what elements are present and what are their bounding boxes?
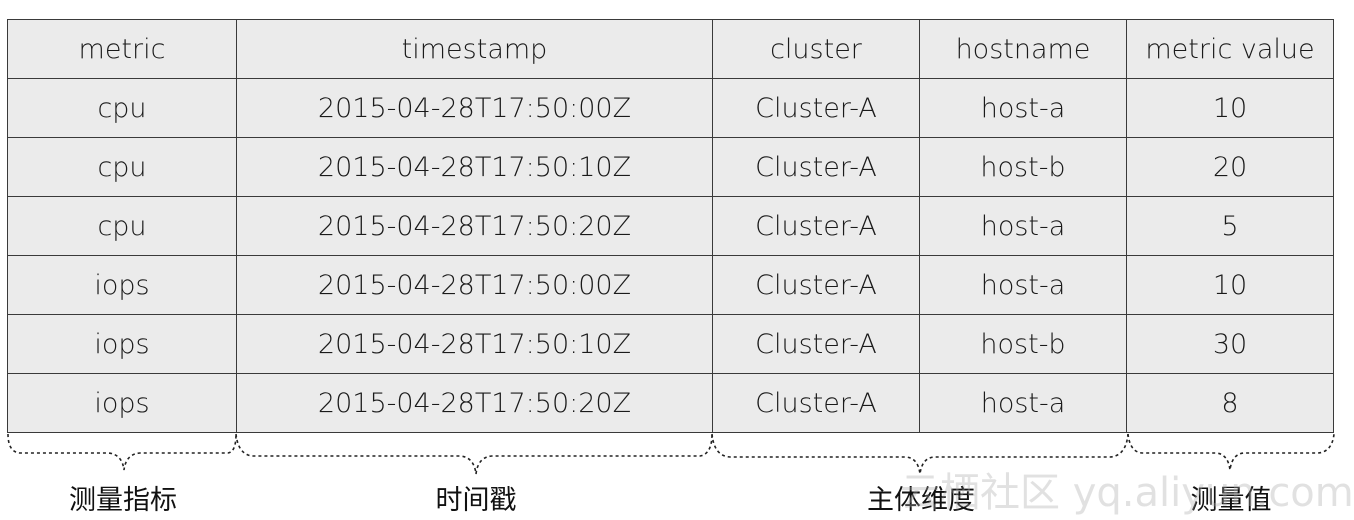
table-cell: 8 (1126, 373, 1334, 433)
table-cell: Cluster-A (712, 314, 920, 374)
table-cell: 2015-04-28T17:50:20Z (236, 196, 713, 256)
table-cell: 2015-04-28T17:50:00Z (236, 255, 713, 315)
table-cell: host-a (919, 373, 1127, 433)
table-cell: 2015-04-28T17:50:10Z (236, 314, 713, 374)
table-cell: host-b (919, 137, 1127, 197)
brace-dimensions (711, 433, 1129, 475)
table-cell: iops (7, 373, 237, 433)
table-cell: 10 (1126, 78, 1334, 138)
header-cell: cluster (712, 19, 920, 79)
table-cell: 5 (1126, 196, 1334, 256)
table-cell: iops (7, 255, 237, 315)
label-metric: 测量指标 (69, 485, 177, 516)
brace-value (1127, 433, 1335, 471)
table-cell: 10 (1126, 255, 1334, 315)
table-cell: 20 (1126, 137, 1334, 197)
header-cell: metric value (1126, 19, 1334, 79)
table-cell: cpu (7, 137, 237, 197)
header-cell: metric (7, 19, 237, 79)
table-cell: Cluster-A (712, 373, 920, 433)
table-cell: Cluster-A (712, 78, 920, 138)
table-cell: 30 (1126, 314, 1334, 374)
table-cell: host-b (919, 314, 1127, 374)
table-cell: Cluster-A (712, 255, 920, 315)
table-cell: cpu (7, 78, 237, 138)
table-cell: host-a (919, 78, 1127, 138)
table-cell: host-a (919, 196, 1127, 256)
table-cell: 2015-04-28T17:50:20Z (236, 373, 713, 433)
header-cell: hostname (919, 19, 1127, 79)
brace-metric (7, 433, 237, 471)
table-cell: Cluster-A (712, 196, 920, 256)
label-dimensions: 主体维度 (867, 485, 975, 516)
table-cell: 2015-04-28T17:50:10Z (236, 137, 713, 197)
table-cell: 2015-04-28T17:50:00Z (236, 78, 713, 138)
label-value: 测量值 (1190, 485, 1272, 516)
table-cell: cpu (7, 196, 237, 256)
label-timestamp: 时间戳 (435, 485, 517, 516)
brace-timestamp (235, 433, 713, 475)
